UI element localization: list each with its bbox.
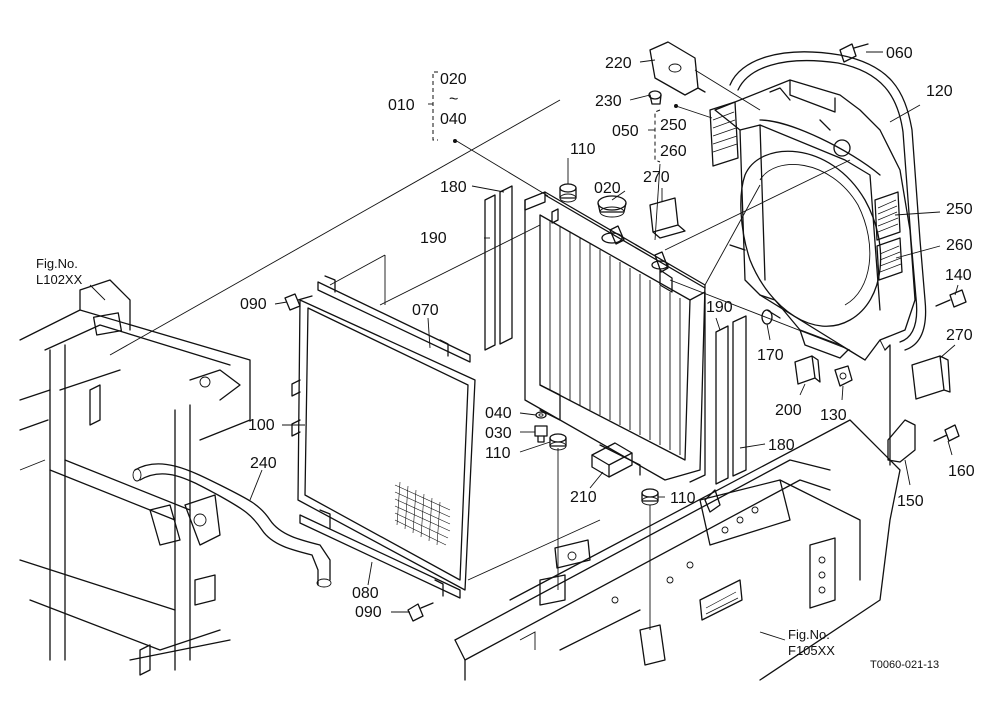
callout-200: 200 xyxy=(775,402,802,419)
radiator-assembly xyxy=(524,191,706,483)
lower-bracket-080 xyxy=(299,509,461,599)
radiator-cap-020 xyxy=(597,195,627,218)
callout-230: 230 xyxy=(595,93,622,110)
callout-010: 010 xyxy=(388,97,415,114)
callout-090-lower: 090 xyxy=(355,604,382,621)
callout-range-tilde: ~ xyxy=(449,91,458,108)
fig-ref-right-code: F105XX xyxy=(788,643,835,658)
callout-080: 080 xyxy=(352,585,379,602)
callout-120: 120 xyxy=(926,83,953,100)
callout-050: 050 xyxy=(612,123,639,140)
drawing-code: T0060-021-13 xyxy=(870,659,939,671)
callout-210: 210 xyxy=(570,489,597,506)
grommet-110-top xyxy=(559,183,577,203)
rubber-strip-180-left xyxy=(499,185,513,345)
screen-mesh xyxy=(394,481,451,546)
overflow-pipe xyxy=(729,51,927,351)
bracket-220 xyxy=(649,41,706,96)
callout-160: 160 xyxy=(948,463,975,480)
callout-110-mid: 110 xyxy=(485,445,511,462)
bolt-140 xyxy=(935,289,967,308)
callout-labels: 010 020 ~ 040 020 030 040 050 060 070 08… xyxy=(240,45,975,621)
callout-220: 220 xyxy=(605,55,632,72)
callout-020-cap: 020 xyxy=(594,180,621,197)
lower-hose-240 xyxy=(132,463,332,588)
bolt-090-upper xyxy=(284,293,313,311)
upper-bracket-070 xyxy=(317,275,471,363)
callout-040: 040 xyxy=(485,405,512,422)
fan-shroud-120 xyxy=(709,79,916,361)
bolt-090-lower xyxy=(407,602,434,622)
callout-240: 240 xyxy=(250,455,277,472)
left-frame xyxy=(19,279,251,676)
callout-060: 060 xyxy=(886,45,913,62)
callout-250-right: 250 xyxy=(946,201,973,218)
clip-230 xyxy=(648,90,662,105)
callout-260-upper: 260 xyxy=(660,143,687,160)
callout-270-right: 270 xyxy=(946,327,973,344)
callout-110-lower: 110 xyxy=(670,490,696,507)
callout-040-range-end: 040 xyxy=(440,111,467,128)
callout-030: 030 xyxy=(485,425,512,442)
callout-130: 130 xyxy=(820,407,847,424)
callout-190-right: 190 xyxy=(706,299,733,316)
bolt-060 xyxy=(839,43,869,63)
callout-020-range-start: 020 xyxy=(440,71,467,88)
figure-references: Fig.No. L102XX Fig.No. F105XX xyxy=(36,256,835,658)
rubber-strip-180-right xyxy=(732,315,747,477)
callout-180-right: 180 xyxy=(768,437,795,454)
cushion-200 xyxy=(794,355,821,385)
callout-150: 150 xyxy=(897,493,924,510)
callout-250-upper: 250 xyxy=(660,117,687,134)
callout-270-upper: 270 xyxy=(643,169,670,186)
drain-plug-030 xyxy=(534,425,548,443)
grommet-110-lower xyxy=(641,488,659,506)
bracket-150 xyxy=(879,339,916,466)
drain-washer-040 xyxy=(535,411,547,419)
cushion-210 xyxy=(591,442,633,478)
clip-130 xyxy=(834,365,853,387)
callout-100: 100 xyxy=(248,417,275,434)
rubber-strip-190-right xyxy=(715,325,729,485)
cushion-270-right xyxy=(911,355,951,400)
fig-ref-left-code: L102XX xyxy=(36,272,83,287)
bolt-160 xyxy=(933,424,960,442)
callout-190-left: 190 xyxy=(420,230,447,247)
leader-lines xyxy=(89,51,959,641)
callout-110-top: 110 xyxy=(570,141,596,158)
callout-090-upper: 090 xyxy=(240,296,267,313)
callout-260-right: 260 xyxy=(946,237,973,254)
callout-180-left: 180 xyxy=(440,179,467,196)
callout-070: 070 xyxy=(412,302,439,319)
callout-140: 140 xyxy=(945,267,972,284)
grommet-110-mid xyxy=(549,433,567,451)
callout-170: 170 xyxy=(757,347,784,364)
fig-ref-right-label: Fig.No. xyxy=(788,627,830,642)
rubber-strip-190-left xyxy=(484,194,496,351)
fig-ref-left-label: Fig.No. xyxy=(36,256,78,271)
main-frame xyxy=(454,419,901,681)
screen-guard-100 xyxy=(291,299,476,591)
cushion-270-upper xyxy=(649,197,686,239)
